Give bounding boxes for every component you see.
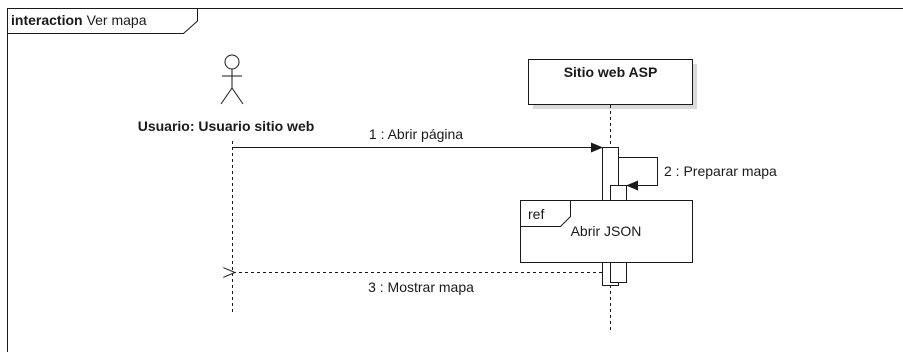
ref-tab [520,200,571,227]
message-1-label: 1 : Abrir página [369,126,463,142]
ref-tag: ref [528,206,544,222]
message-1: 1 : Abrir página [232,126,603,153]
system-box [528,59,693,105]
ref-box [520,200,693,263]
actor-lifeline: Usuario: Usuario sitio web [138,54,315,313]
message-3: 3 : Mostrar mapa [234,273,602,295]
message-2-label: 2 : Preparar mapa [664,163,777,179]
stick-figure-actor-icon [220,54,244,105]
frame-tab [7,8,198,34]
system-label: Sitio web ASP [564,64,658,80]
actor-label: Usuario: Usuario sitio web [138,118,315,134]
message-2-arrow [618,157,658,191]
frame-keyword: interaction [11,12,83,28]
frame-name: Ver mapa [87,12,147,28]
message-3-label: 3 : Mostrar mapa [368,279,474,295]
ref-fragment: ref Abrir JSON [520,200,693,263]
system-lifeline: Sitio web ASP [528,59,697,330]
ref-label: Abrir JSON [571,223,642,239]
message-2: 2 : Preparar mapa [618,157,777,191]
